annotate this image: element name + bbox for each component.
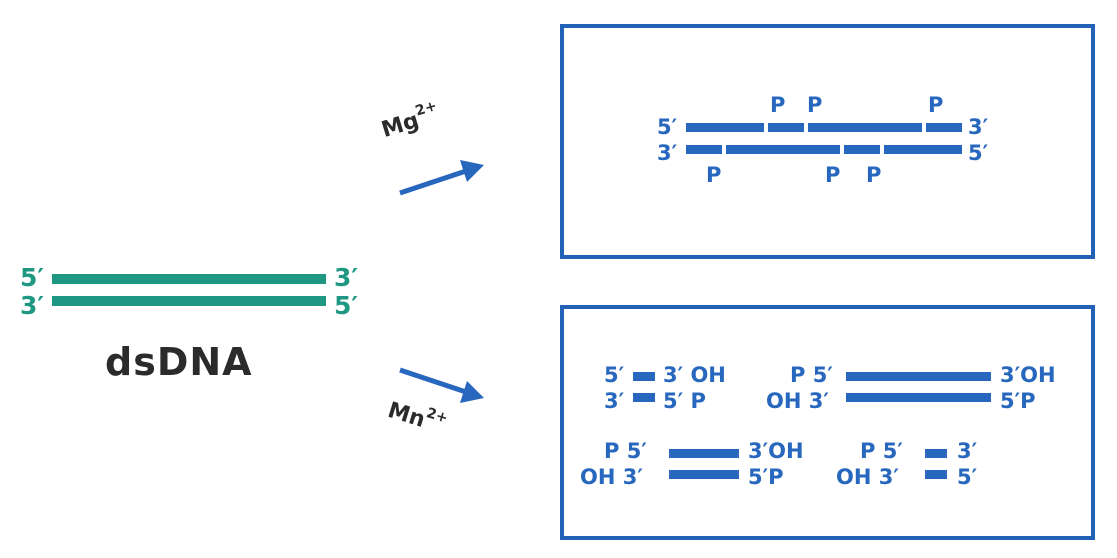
mn-f1-top-left: 5′ [604,363,625,387]
dsdna-top-left-label: 5′ [20,263,44,292]
mn-f4-top-right: 3′ [957,439,978,463]
mg-top-segment [686,123,764,132]
mg-bottom-segment [844,145,880,154]
mn-f3-top-right: 3′OH [748,439,804,463]
mg-top-segment [926,123,962,132]
mg-phosphate-top-1: P [770,93,786,117]
mn-f1-top-right: 3′ OH [663,363,726,387]
mn-f2-top-strand [846,372,991,381]
mn-f1-bottom-strand [633,393,655,402]
dsdna-bottom-right-label: 5′ [334,291,358,320]
mn-f4-top-strand [925,449,947,458]
mn-f3-bottom-right: 5′P [748,465,784,489]
mg-bottom-right-label: 5′ [968,141,989,165]
mn-f3-bottom-strand [669,470,739,479]
mn-f1-bottom-left: 3′ [604,389,625,413]
mn-product-box [560,305,1095,540]
mg-phosphate-top-2: P [807,93,823,117]
mg-bottom-segment [726,145,840,154]
dsdna-title: dsDNA [105,340,253,384]
mn-f2-top-left: P 5′ [790,363,833,387]
mg-phosphate-top-3: P [928,93,944,117]
mg-phosphate-bottom-3: P [866,163,882,187]
mg-arrow [399,160,484,196]
mg-top-right-label: 3′ [968,115,989,139]
dsdna-top-right-label: 3′ [334,263,358,292]
mn-f4-top-left: P 5′ [860,439,903,463]
mg-phosphate-bottom-1: P [706,163,722,187]
mn-f1-bottom-right: 5′ P [663,389,706,413]
mn-f3-bottom-left: OH 3′ [580,465,643,489]
mn-f2-bottom-left: OH 3′ [766,389,829,413]
dsdna-top-strand [52,274,326,284]
mg-bottom-segment [884,145,962,154]
mn-f2-bottom-right: 5′P [1000,389,1036,413]
mn-f4-bottom-right: 5′ [957,465,978,489]
mg-bottom-left-label: 3′ [657,141,678,165]
mg-top-segment [768,123,804,132]
mn-f4-bottom-left: OH 3′ [836,465,899,489]
mg-phosphate-bottom-2: P [825,163,841,187]
dsdna-bottom-strand [52,296,326,306]
mn-f2-top-right: 3′OH [1000,363,1056,387]
mn-f3-top-left: P 5′ [604,439,647,463]
mg-top-left-label: 5′ [657,115,678,139]
mg-top-segment [808,123,922,132]
mn-f2-bottom-strand [846,393,991,402]
mn-f3-top-strand [669,449,739,458]
mn-f1-top-strand [633,372,655,381]
mn-arrow [399,367,484,403]
dsdna-bottom-left-label: 3′ [20,291,44,320]
mg-bottom-segment [686,145,722,154]
mn-f4-bottom-strand [925,470,947,479]
mg-product-box [560,24,1095,259]
